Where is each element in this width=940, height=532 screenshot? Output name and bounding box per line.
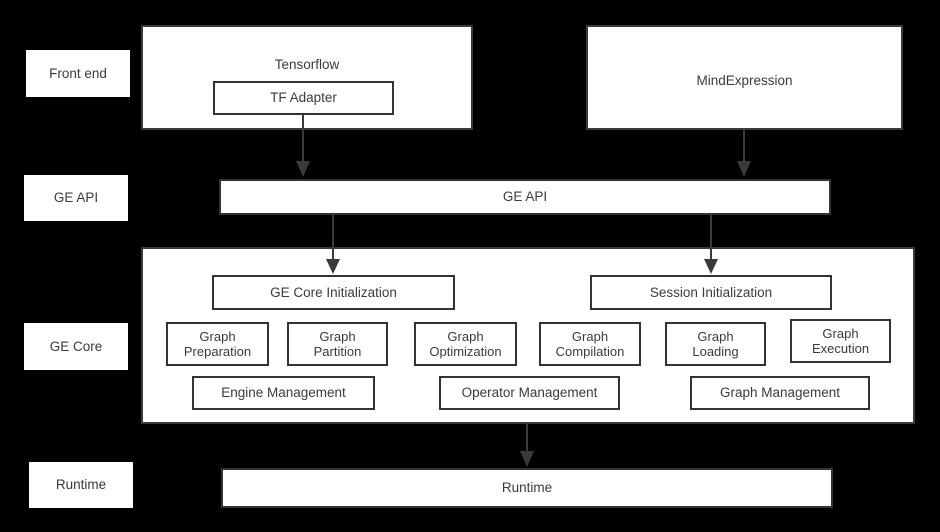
layer-label-ge-api: GE API (24, 175, 128, 221)
graph-compilation-label: Graph Compilation (555, 328, 625, 359)
graph-preparation-label: Graph Preparation (183, 328, 252, 359)
ge-core-initialization-box[interactable]: GE Core Initialization (212, 275, 455, 310)
operator-management-box[interactable]: Operator Management (439, 376, 620, 410)
layer-label-ge-core: GE Core (24, 323, 128, 370)
graph-preparation-box[interactable]: Graph Preparation (166, 322, 269, 366)
ge-api-box[interactable]: GE API (219, 179, 831, 215)
engine-management-box[interactable]: Engine Management (192, 376, 375, 410)
tf-adapter-box[interactable]: TF Adapter (213, 81, 394, 115)
graph-management-label: Graph Management (719, 385, 841, 401)
connector-mindexpression-to-ge-api (737, 130, 751, 177)
layer-label-ge-core-text: GE Core (49, 338, 103, 354)
session-initialization-label: Session Initialization (649, 284, 773, 300)
mindexpression-panel: MindExpression (586, 25, 903, 130)
graph-execution-label: Graph Execution (811, 325, 870, 356)
graph-execution-box[interactable]: Graph Execution (790, 319, 891, 363)
layer-label-front-end: Front end (26, 50, 130, 97)
graph-optimization-label: Graph Optimization (429, 328, 502, 359)
session-initialization-box[interactable]: Session Initialization (590, 275, 832, 310)
graph-optimization-box[interactable]: Graph Optimization (414, 322, 517, 366)
graph-loading-box[interactable]: Graph Loading (665, 322, 766, 366)
graph-partition-box[interactable]: Graph Partition (287, 322, 388, 366)
tensorflow-panel-title: Tensorflow (274, 57, 340, 72)
layer-label-runtime: Runtime (29, 462, 133, 508)
ge-core-initialization-label: GE Core Initialization (270, 284, 397, 300)
graph-loading-label: Graph Loading (692, 328, 739, 359)
graph-compilation-box[interactable]: Graph Compilation (539, 322, 641, 366)
graph-partition-label: Graph Partition (313, 328, 362, 359)
operator-management-label: Operator Management (461, 385, 598, 401)
mindexpression-panel-title: MindExpression (696, 73, 793, 88)
layer-label-runtime-text: Runtime (55, 477, 107, 493)
engine-management-label: Engine Management (221, 385, 346, 401)
graph-management-box[interactable]: Graph Management (690, 376, 870, 410)
connector-ge-core-to-runtime (520, 424, 534, 467)
runtime-label: Runtime (501, 480, 553, 496)
runtime-box[interactable]: Runtime (221, 468, 833, 508)
tf-adapter-label: TF Adapter (270, 90, 337, 106)
layer-label-front-end-text: Front end (49, 65, 107, 81)
layer-label-ge-api-text: GE API (53, 190, 99, 206)
ge-api-label: GE API (502, 189, 548, 205)
